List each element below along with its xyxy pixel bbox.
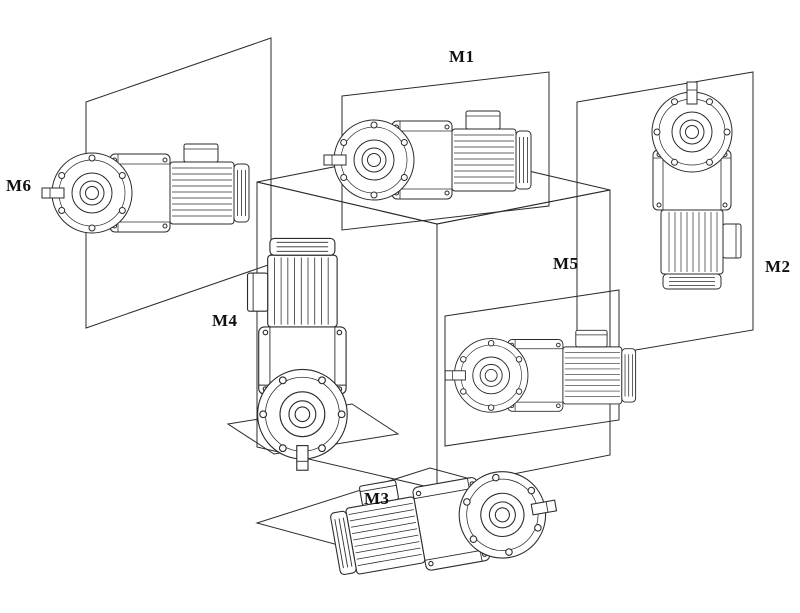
gearmotor-m5-drawing	[444, 329, 637, 413]
gearmotors	[41, 81, 742, 588]
position-label-m3: M3	[364, 489, 390, 508]
gearmotor-m3-drawing	[325, 452, 564, 588]
mounting-planes	[85, 37, 754, 553]
gearmotor-m2-drawing	[651, 81, 742, 290]
gearmotor-m1-drawing	[323, 110, 532, 201]
position-label-m2: M2	[765, 257, 791, 276]
position-label-m4: M4	[212, 311, 238, 330]
gearmotor-m6-drawing	[41, 143, 250, 234]
cube-right-face	[436, 189, 611, 490]
gearmotor-m4-drawing	[246, 237, 348, 471]
mounting-plane-m5	[444, 289, 620, 447]
position-label-m1: M1	[449, 47, 475, 66]
mounting-plane-m1	[341, 71, 550, 231]
position-label-m6: M6	[6, 176, 32, 195]
position-label-m5: M5	[553, 254, 579, 273]
